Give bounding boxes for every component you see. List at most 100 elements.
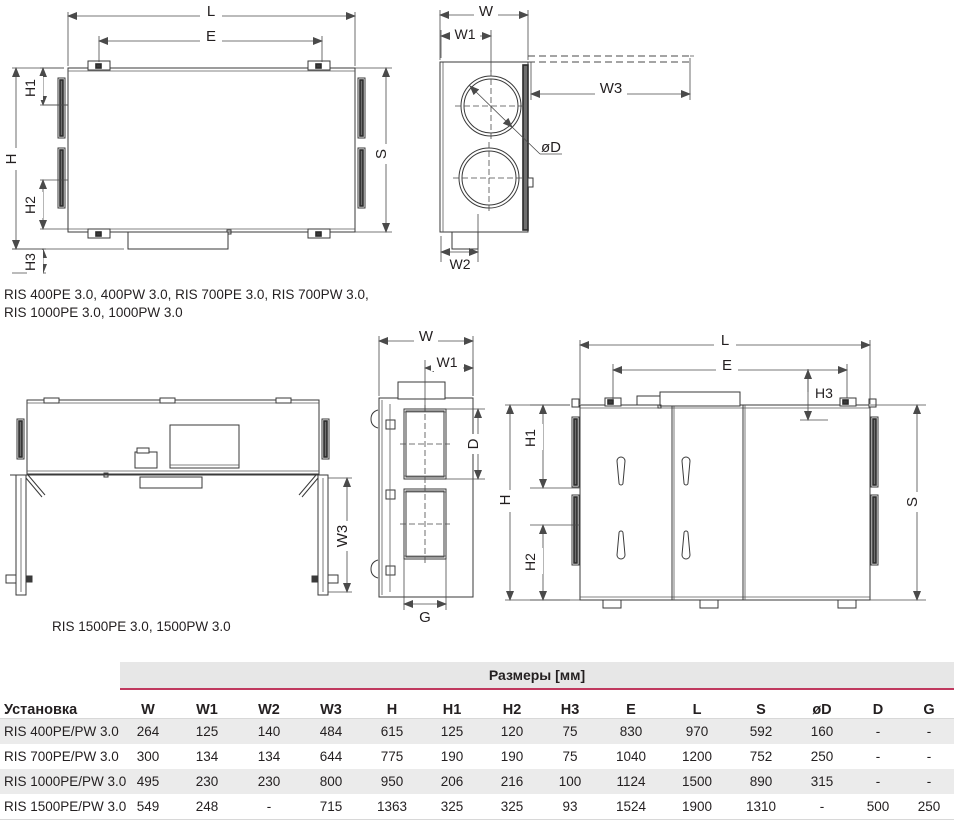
caption-models-big: RIS 1500PE 3.0, 1500PW 3.0 — [52, 619, 231, 634]
row-unit: RIS 1000PE/PW 3.0 — [0, 769, 126, 794]
mounting-bracket — [87, 228, 111, 239]
mounting-bracket — [87, 60, 111, 71]
cell-H1: 206 — [422, 769, 482, 794]
cell-S: 752 — [749, 749, 773, 764]
door-handle — [681, 456, 691, 486]
cell-W2: 230 — [238, 769, 300, 794]
dim-label-L: L — [207, 3, 215, 20]
cell-W2: - — [238, 794, 300, 820]
table-row: RIS 1500PE/PW 3.0 549 248 - 715 1363 325… — [0, 794, 954, 820]
dim-label-W-big: W — [419, 328, 434, 345]
caption-models-small: RIS 400PE 3.0, 400PW 3.0, RIS 700PE 3.0,… — [4, 287, 369, 320]
row-unit: RIS 400PE/PW 3.0 — [0, 718, 120, 744]
cell-H3: 93 — [542, 794, 598, 820]
cell-D: - — [852, 718, 904, 744]
cell-S: 1310 — [730, 794, 792, 820]
dim-label-S: S — [373, 149, 390, 159]
cell-H: 950 — [362, 769, 422, 794]
dim-label-H1: H1 — [22, 79, 38, 97]
door-handle — [616, 530, 626, 560]
cell-H: 1363 — [362, 794, 422, 820]
cell-W3: 715 — [300, 794, 362, 820]
cell-G: 250 — [904, 794, 954, 820]
header-col-D: D — [852, 689, 904, 719]
row-unit: RIS 1500PE/PW 3.0 — [0, 794, 126, 820]
table-row: RIS 1000PE/PW 3.0 495 230 230 800 950 20… — [0, 769, 954, 794]
cell-D: 500 — [852, 794, 904, 820]
dim-label-E: E — [206, 28, 216, 45]
cell-H2: 190 — [500, 749, 524, 764]
dim-label-G: G — [419, 609, 431, 626]
door-handle — [616, 456, 626, 486]
header-col-W3: W3 — [300, 689, 362, 719]
cell-L: 970 — [664, 718, 730, 744]
cell-H3: 100 — [542, 769, 598, 794]
cell-W: 300 — [136, 749, 160, 764]
drawing-front-view-small: L E H H1 H2 H3 — [3, 3, 394, 274]
dim-label-H1-big: H1 — [522, 429, 538, 447]
dimensions-table-wrapper: Размеры [мм] Установка W W1 W2 W3 H H1 H… — [0, 662, 954, 820]
cell-G: - — [904, 718, 954, 744]
cell-H: 615 — [362, 718, 422, 744]
header-col-H3: H3 — [542, 689, 598, 719]
dim-label-W: W — [479, 3, 494, 20]
dim-label-L-big: L — [721, 332, 729, 349]
cell-W1: 134 — [195, 749, 219, 764]
header-col-L: L — [664, 689, 730, 719]
cell-W2: 140 — [238, 718, 300, 744]
mounting-bracket — [307, 60, 331, 71]
cell-E: 1124 — [598, 769, 664, 794]
dim-label-S-big: S — [904, 497, 921, 507]
dim-label-E-big: E — [722, 357, 732, 374]
group-header-spacer — [0, 662, 120, 689]
cell-oD: 250 — [810, 749, 834, 764]
table-row: RIS 700PE/PW 3.0 300 134 134 644 775 190… — [0, 744, 954, 769]
dim-label-H3: H3 — [22, 253, 38, 271]
cell-W3: 484 — [300, 718, 362, 744]
cell-W1: 230 — [176, 769, 238, 794]
dim-label-D: D — [465, 438, 482, 449]
cell-oD: - — [792, 794, 852, 820]
cell-W3: 644 — [319, 749, 343, 764]
header-col-S: S — [730, 689, 792, 719]
cell-L: 1900 — [664, 794, 730, 820]
cell-W: 549 — [120, 794, 176, 820]
cell-H2: 120 — [482, 718, 542, 744]
dim-label-H: H — [3, 154, 20, 165]
group-header-dimensions: Размеры [мм] — [120, 662, 954, 690]
header-col-W1: W1 — [176, 689, 238, 719]
cell-E: 1524 — [598, 794, 664, 820]
drawing-side-elevation-big: W3 — [5, 397, 355, 596]
cell-H1: 125 — [422, 718, 482, 744]
cell-L: 1200 — [681, 749, 713, 764]
cell-W2: 134 — [257, 749, 281, 764]
dim-label-W2: W2 — [450, 256, 471, 272]
cell-D: - — [852, 769, 904, 794]
cell-W: 264 — [120, 718, 176, 744]
cell-W3: 800 — [300, 769, 362, 794]
mounting-bracket — [307, 228, 331, 239]
cell-oD: 315 — [792, 769, 852, 794]
cell-oD: 160 — [792, 718, 852, 744]
cell-D: - — [875, 749, 881, 764]
drawing-end-view-big: W W1 D G — [370, 328, 486, 626]
row-unit: RIS 700PE/PW 3.0 — [4, 749, 119, 764]
cell-H: 775 — [380, 749, 404, 764]
header-col-H: H — [362, 689, 422, 719]
dim-label-H3-big: H3 — [815, 385, 833, 401]
header-col-E: E — [598, 689, 664, 719]
drawing-side-view-small: øD W W1 W2 W3 — [439, 3, 694, 272]
cell-H1: 325 — [422, 794, 482, 820]
header-col-W: W — [120, 689, 176, 719]
cell-W1: 125 — [176, 718, 238, 744]
cell-H3: 75 — [542, 718, 598, 744]
dim-label-H-big: H — [497, 495, 514, 506]
header-col-W2: W2 — [238, 689, 300, 719]
cell-S: 890 — [730, 769, 792, 794]
cell-E: 1040 — [615, 749, 647, 764]
drawing-front-view-big: L E H3 H H1 H2 S — [497, 332, 926, 609]
header-col-H2: H2 — [482, 689, 542, 719]
header-col-oD: øD — [792, 689, 852, 719]
cell-W: 495 — [120, 769, 176, 794]
technical-drawings-area: L E H H1 H2 H3 — [3, 3, 926, 626]
